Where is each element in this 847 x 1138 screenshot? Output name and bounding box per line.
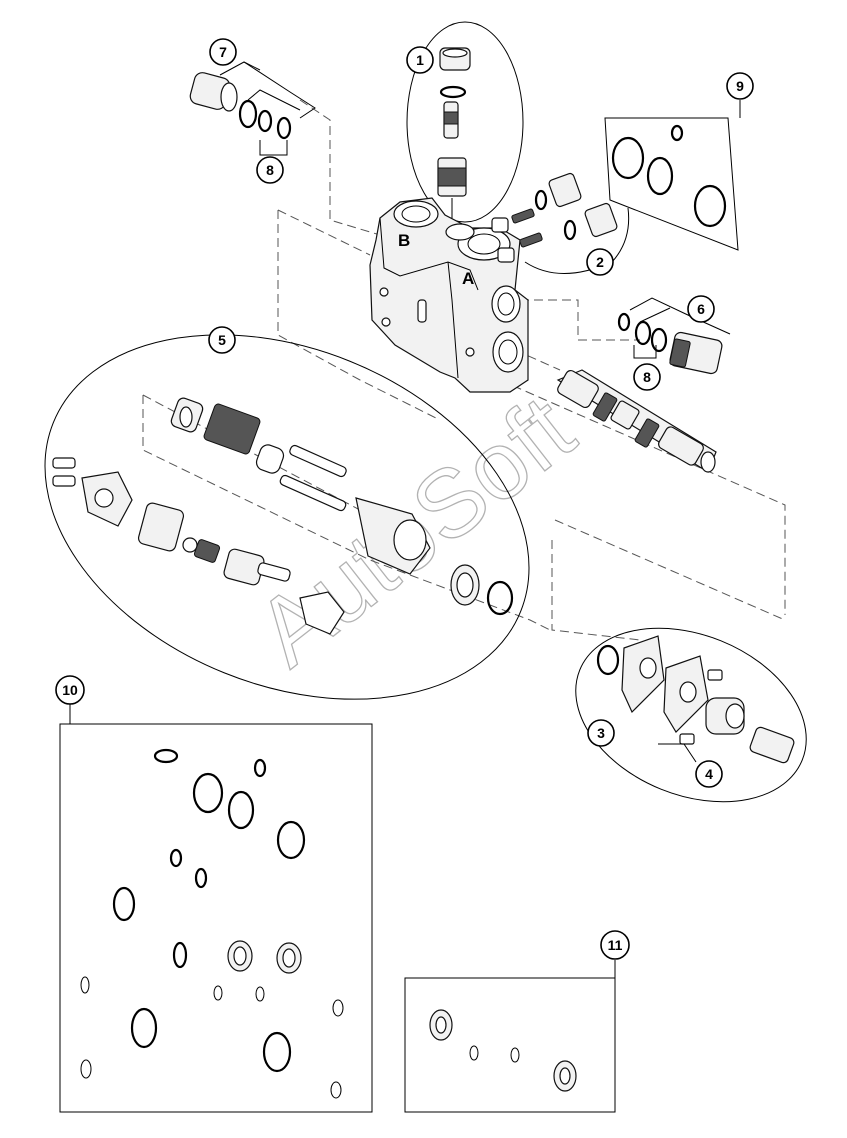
callout-11: 11 [600,930,630,960]
callout-4-label: 4 [705,766,713,782]
callout-2: 2 [586,248,614,276]
callout-10-label: 10 [62,682,78,698]
callout-5-label: 5 [218,332,226,348]
group-7-plug-assembly [189,61,316,156]
port-a-label: A [462,269,474,288]
callout-8-top-label: 8 [266,162,274,178]
callout-8-right-label: 8 [643,369,651,385]
group-6-plug-assembly [617,297,731,375]
group-1-relief-valve [406,21,524,232]
callout-2-label: 2 [596,254,604,270]
group-11-seal-kit [404,960,616,1113]
group-5-outline [44,334,530,700]
o-ring [439,85,467,99]
callout-6-label: 6 [697,301,705,317]
group-1-outline [406,21,524,223]
valve-body: B A [369,197,529,393]
group-2-check-valves [491,172,630,274]
callout-4: 4 [695,760,723,788]
callout-5: 5 [208,326,236,354]
callout-9-label: 9 [736,78,744,94]
callout-3-label: 3 [597,725,605,741]
callout-8-right: 8 [633,363,661,391]
callout-7-label: 7 [219,44,227,60]
spool [556,369,717,473]
group-3-outline [575,627,807,803]
callout-10: 10 [55,675,85,705]
group-10-seal-kit [59,704,373,1113]
callout-9: 9 [726,72,754,100]
callout-1: 1 [406,46,434,74]
group-10-box [59,723,373,1113]
callout-6: 6 [687,295,715,323]
port-b-opening [393,200,439,228]
callout-3: 3 [587,719,615,747]
callout-7: 7 [209,38,237,66]
callout-8-top: 8 [256,156,284,184]
group-5-spring-cap-assembly [44,334,530,700]
group-3-end-cap-assembly [575,627,807,803]
callout-11-label: 11 [608,937,623,953]
group-9-seal-kit [604,100,741,251]
callout-1-label: 1 [416,52,424,68]
group-11-box [404,977,616,1113]
assembly-lines [142,99,786,641]
port-b-label: B [398,231,410,250]
